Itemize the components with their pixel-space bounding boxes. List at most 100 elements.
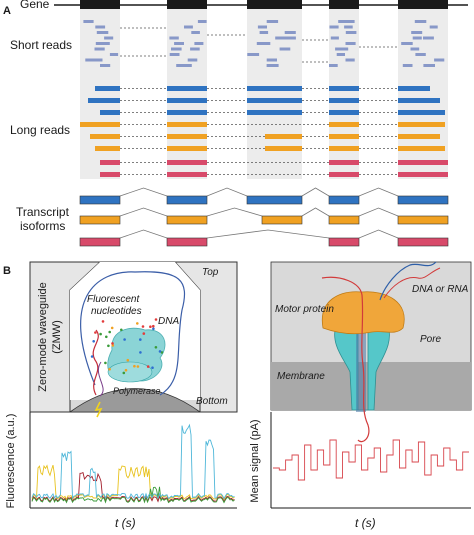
isoform-intron [206, 187, 248, 197]
long-read-segment [80, 122, 120, 127]
long-read-segment [95, 146, 120, 151]
long-read-segment [167, 122, 207, 127]
short-read [169, 36, 179, 40]
short-read [279, 47, 291, 51]
isoform-exon [261, 215, 303, 225]
nucleotide-dot [152, 327, 155, 331]
nucleotide-dot [111, 344, 115, 347]
short-read [412, 36, 422, 40]
long-read-segment [398, 146, 445, 151]
nucleic-acid-red-2 [383, 267, 441, 299]
short-read [174, 42, 184, 45]
nucleic-acid-red [321, 276, 370, 443]
long-read-segment [95, 86, 120, 91]
polymerase [107, 327, 166, 383]
short-read [275, 36, 287, 40]
short-read [417, 20, 427, 23]
short-read [100, 42, 110, 45]
short-read [85, 58, 98, 62]
nucleotide-dot [108, 367, 111, 371]
short-reads-label: Short reads [10, 38, 72, 52]
panel-a-letter: A [3, 5, 11, 17]
short-read [434, 58, 445, 62]
nucleotide-dot [123, 338, 126, 341]
nucleotide-dot [104, 361, 107, 365]
zmw-bottom-glass [68, 388, 202, 413]
short-read [284, 31, 296, 34]
short-read [423, 64, 435, 67]
polymerase-label: Polymerase [113, 386, 161, 396]
fluorescence-trace [31, 486, 235, 504]
panel-a: A Gene Short reads Long reads Transcript… [3, 0, 468, 247]
short-read [335, 47, 344, 51]
nucleotide-dot [105, 335, 108, 339]
long-read-segment [398, 172, 448, 177]
short-read [329, 64, 338, 67]
long-reads [80, 86, 448, 177]
long-read-segment [247, 86, 302, 91]
dna-rna-label: DNA or RNA [412, 284, 469, 295]
long-read-segment [88, 98, 120, 103]
nanopore-illustration: Membrane Pore Motor protein DNA or RNA [270, 261, 472, 443]
transcript-isoforms [79, 187, 449, 247]
long-read-segment [329, 172, 359, 177]
short-read [256, 42, 267, 45]
short-read [262, 42, 271, 45]
long-read-segment [90, 134, 120, 139]
short-read [187, 58, 198, 62]
top-label: Top [202, 267, 219, 278]
nucleic-acid-blue [379, 261, 437, 301]
nucleotide-dot [158, 350, 162, 353]
fluorescence-traces [31, 423, 235, 504]
bottom-label: Bottom [196, 396, 228, 407]
short-read [100, 64, 111, 67]
isoform-intron [358, 229, 399, 239]
short-read [336, 53, 345, 56]
zmw-illustration: Zero-mode waveguide (ZMW) Fluorescent nu… [29, 261, 238, 418]
nucleotide-dot [107, 344, 110, 348]
short-read [95, 25, 106, 29]
long-read-segment [100, 172, 120, 177]
long-reads-label: Long reads [10, 123, 70, 137]
nucleotide-dot [146, 365, 150, 368]
short-read [423, 36, 434, 40]
long-read-segment [398, 122, 445, 127]
long-read-segment [398, 86, 430, 91]
isoform-exon [397, 237, 449, 247]
long-read-segment [247, 98, 302, 103]
fluor-label-line2: nucleotides [91, 306, 142, 317]
nucleotide-dot [154, 346, 158, 349]
short-read [94, 58, 103, 62]
short-read [169, 53, 180, 56]
long-read-segment [167, 98, 207, 103]
isoform-intron [358, 207, 399, 217]
gene-label: Gene [20, 0, 50, 11]
short-read [184, 25, 193, 29]
isoform-intron [119, 187, 168, 197]
nucleotide-dot [136, 365, 140, 368]
isoform-intron [206, 207, 263, 217]
long-read-segment [247, 110, 302, 115]
fluor-label-line1: Fluorescent [87, 294, 140, 305]
signal-x-label: t (s) [355, 516, 376, 530]
short-read [411, 31, 423, 34]
long-read-segment [329, 146, 359, 151]
long-read-segment [265, 146, 302, 151]
signal-plot: Mean signal (pA) t (s) [249, 412, 471, 530]
nucleotide-dot [111, 342, 114, 345]
short-read [259, 31, 269, 34]
nucleotide-dot [92, 340, 95, 343]
motor-protein [321, 291, 405, 335]
short-read [182, 64, 192, 67]
nucleotide-dot [108, 330, 111, 334]
short-read [338, 20, 349, 23]
fluorescence-x-label: t (s) [115, 516, 136, 530]
isoform-exon [79, 215, 121, 225]
long-read-segment [167, 134, 207, 139]
isoform-exon [246, 195, 303, 205]
nucleotide-dot [136, 322, 139, 325]
short-read [83, 20, 94, 23]
long-read-segment [100, 160, 120, 165]
nucleotide-dot [133, 364, 136, 368]
